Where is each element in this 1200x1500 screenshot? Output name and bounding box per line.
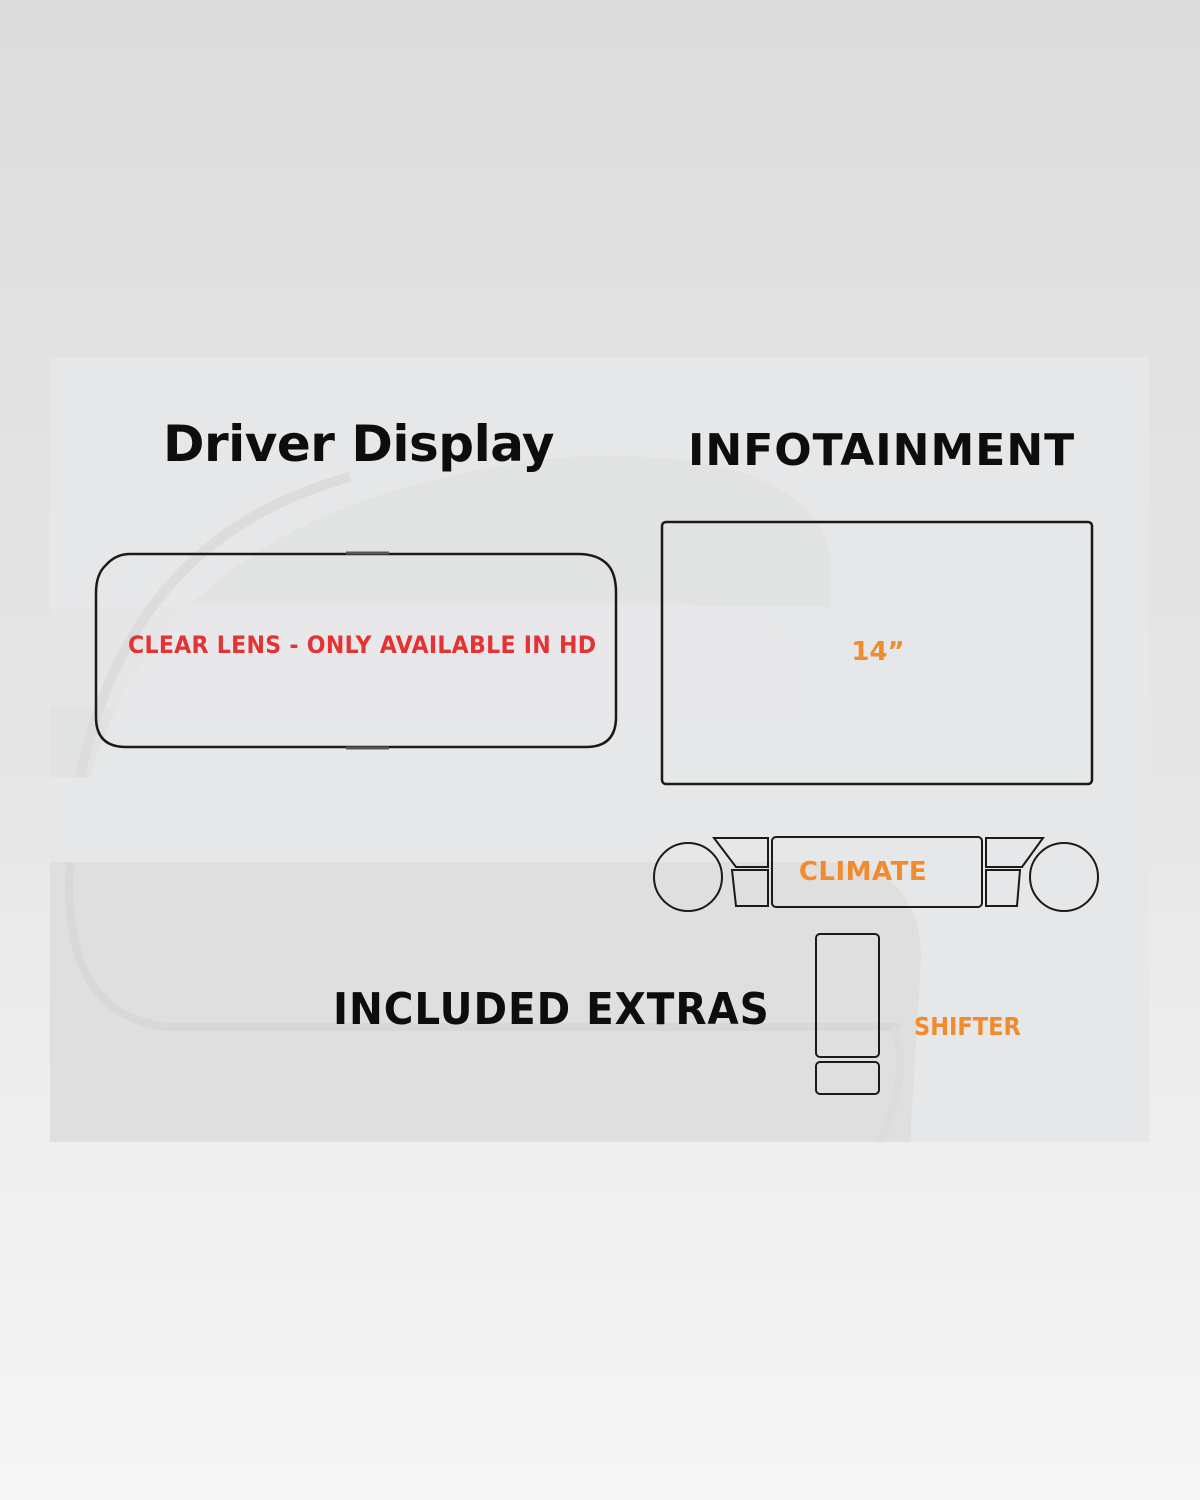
driver-display-outline	[94, 552, 618, 749]
included-extras-heading: INCLUDED EXTRAS	[333, 984, 770, 1035]
shifter-label: SHIFTER	[914, 1012, 1021, 1041]
shifter-outline	[815, 933, 880, 1095]
climate-label: CLIMATE	[798, 857, 928, 887]
cutout-outlines	[94, 520, 1099, 1095]
clear-lens-note: CLEAR LENS - ONLY AVAILABLE IN HD	[128, 631, 597, 659]
diagram-panel: Driver Display INFOTAINMENT INCLUDED EXT…	[50, 357, 1149, 1142]
infotainment-heading: INFOTAINMENT	[688, 425, 1076, 476]
watermark-logo	[50, 456, 921, 1142]
infotainment-size-label: 14”	[851, 637, 905, 667]
climate-outline	[653, 836, 1099, 912]
infotainment-outline	[660, 520, 1094, 786]
driver-display-heading: Driver Display	[163, 415, 555, 473]
